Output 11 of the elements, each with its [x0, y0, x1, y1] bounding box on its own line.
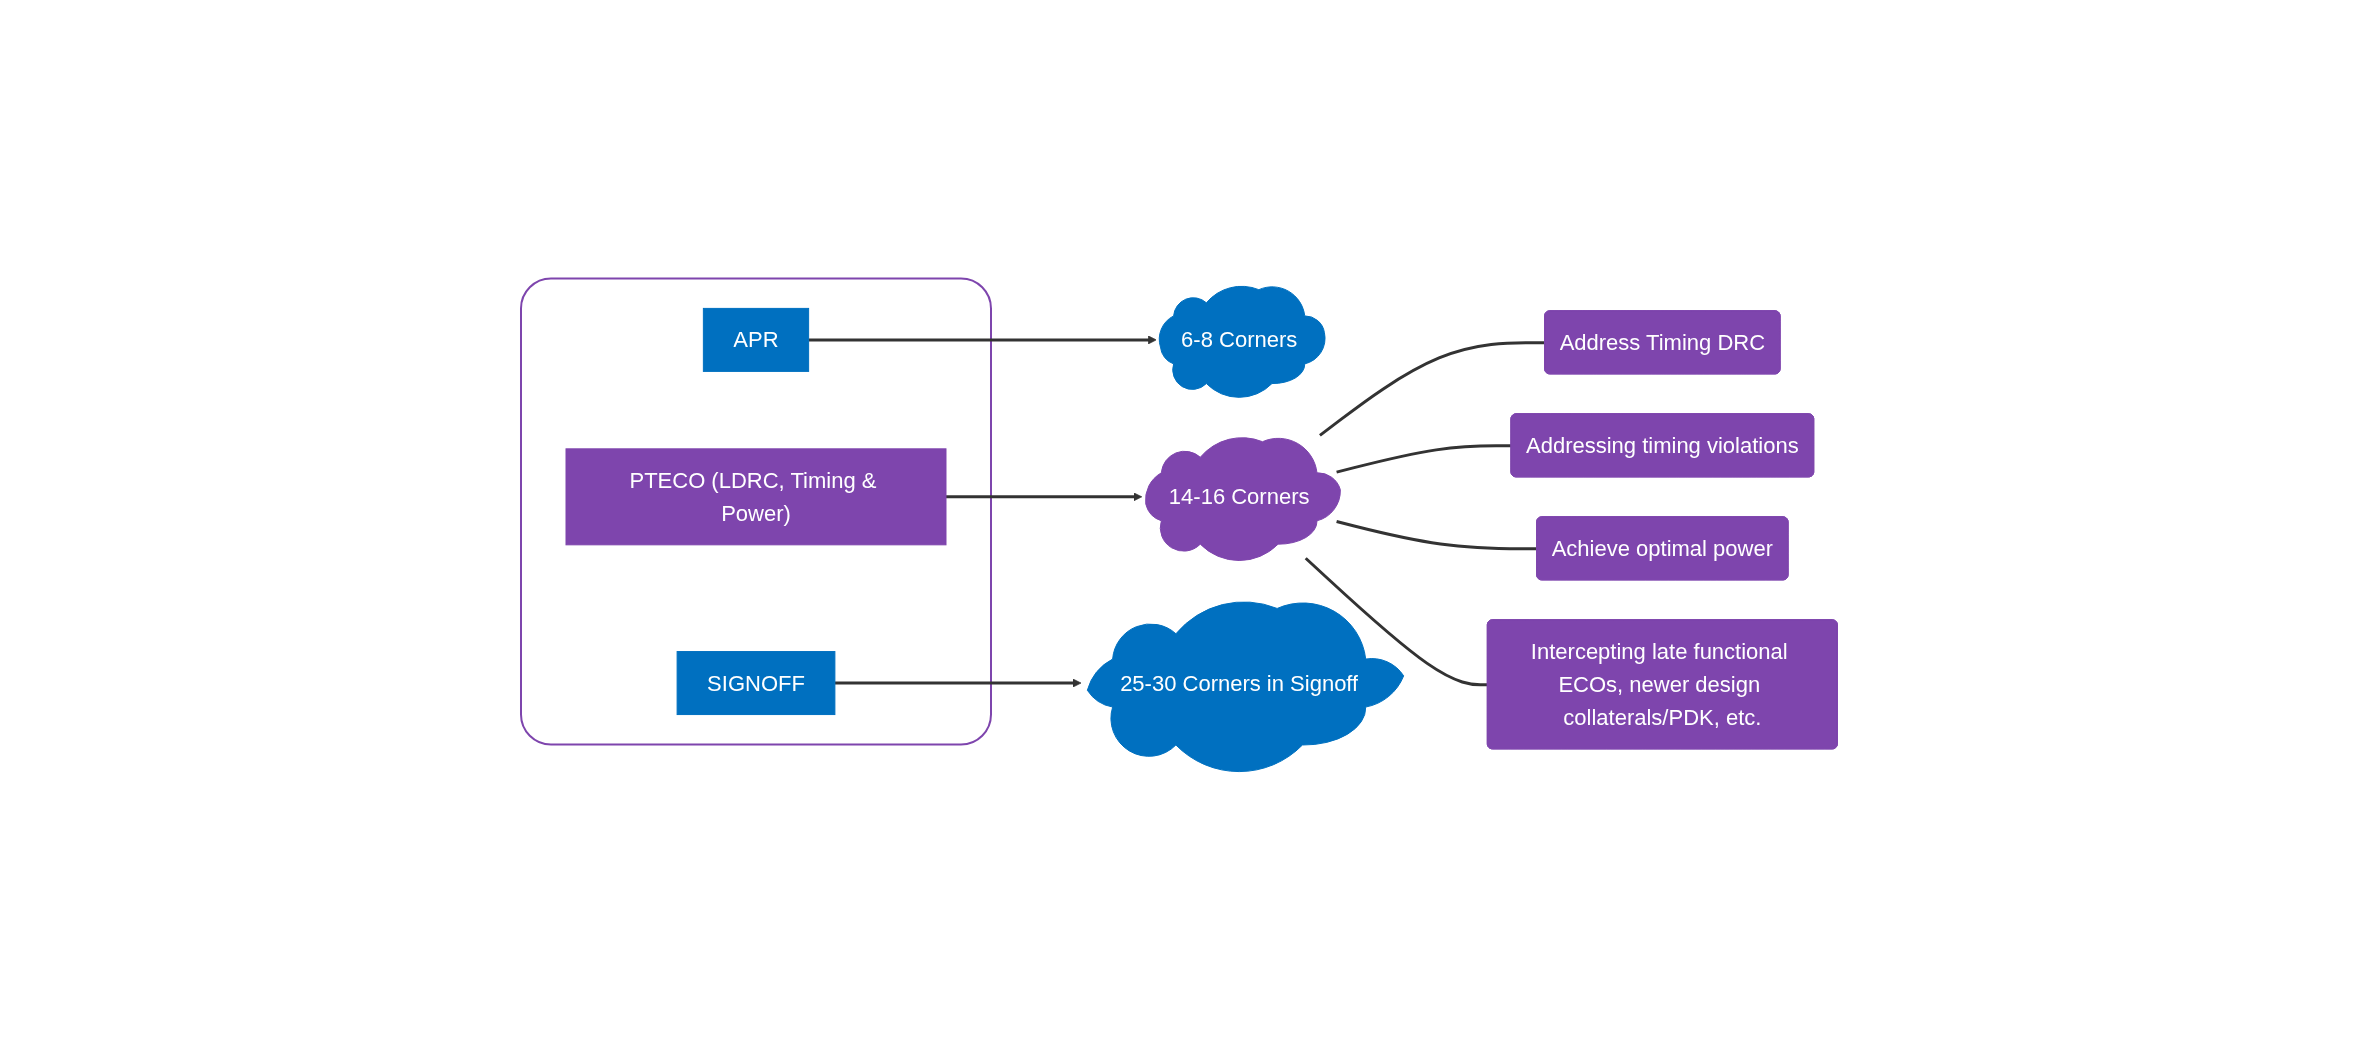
node-box: PTECO (LDRC, Timing & Power) [565, 447, 947, 545]
node-box: APR [703, 307, 810, 372]
arrow [808, 335, 1157, 344]
arrow [835, 678, 1082, 687]
connector [1319, 340, 1546, 437]
cluster [520, 276, 993, 746]
node-box: SIGNOFF [676, 650, 836, 715]
connector [1336, 519, 1538, 550]
connector [1305, 556, 1489, 686]
connector [1336, 443, 1512, 474]
arrow [946, 491, 1143, 501]
